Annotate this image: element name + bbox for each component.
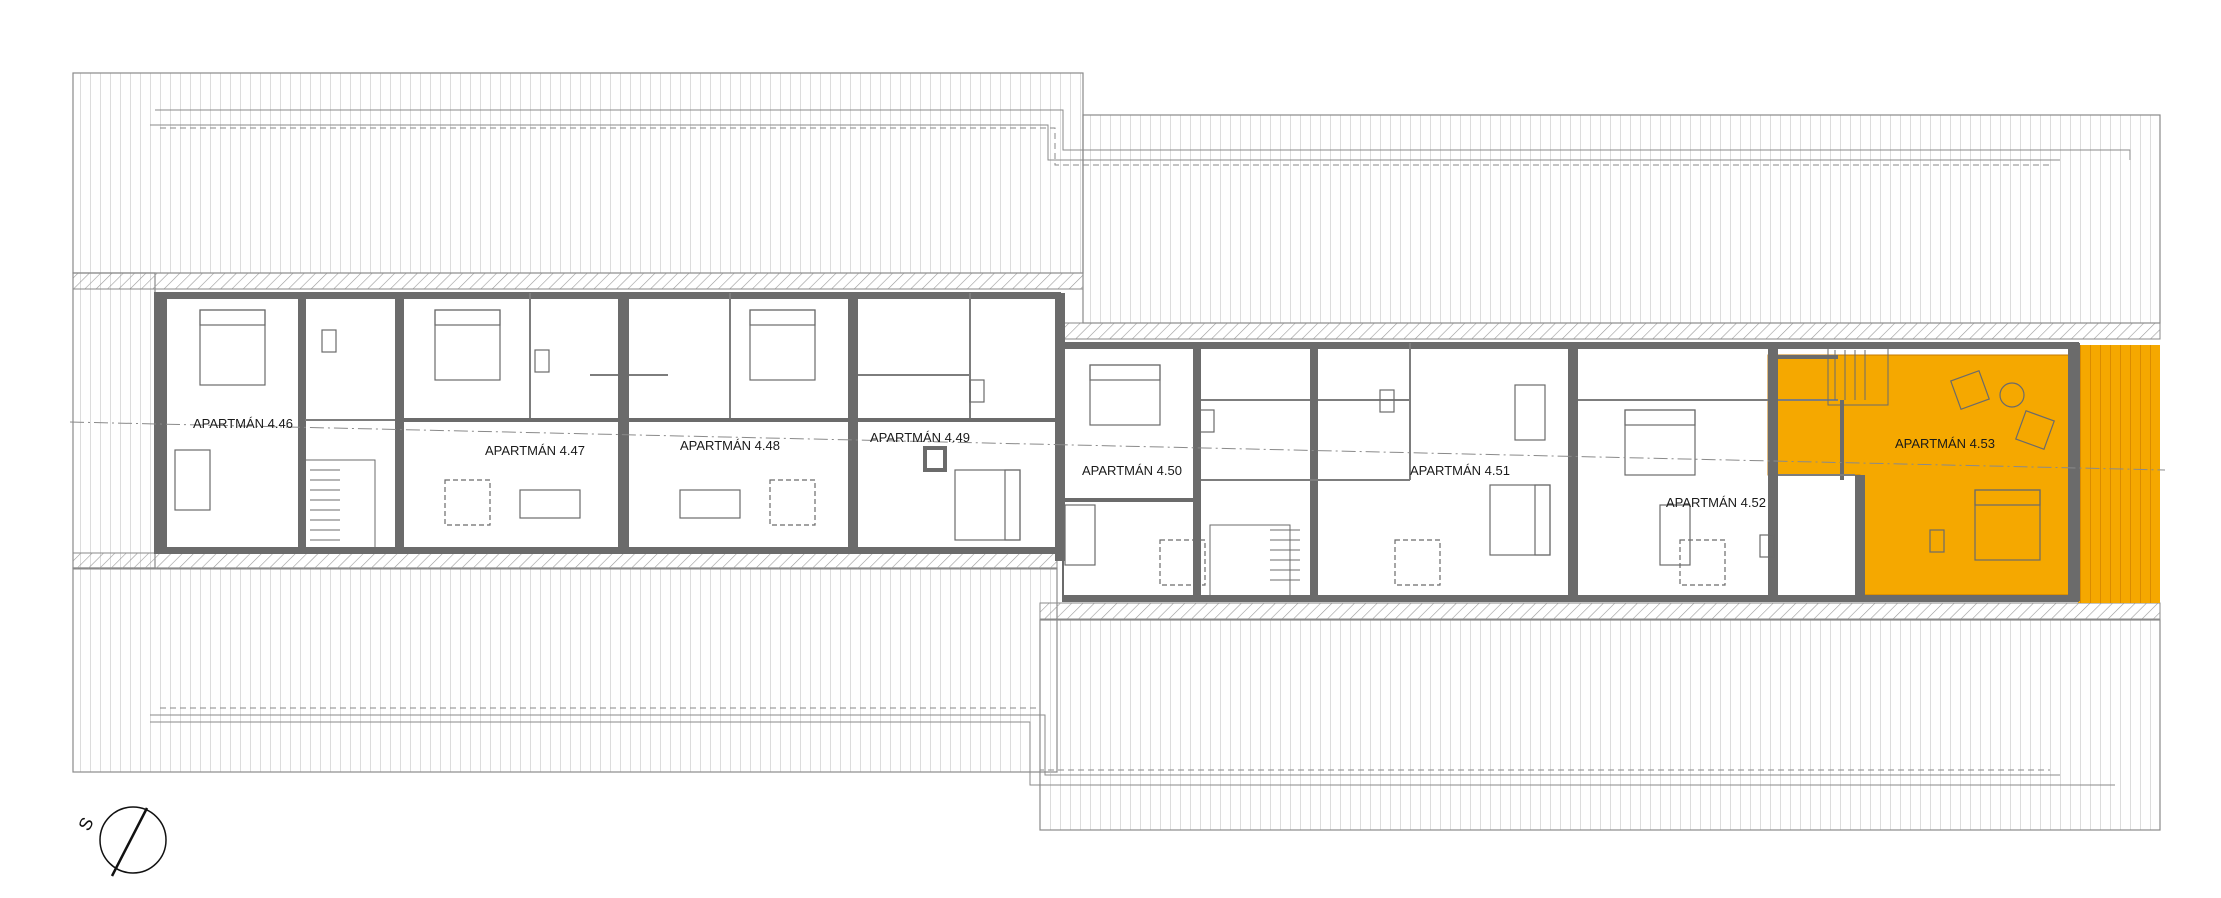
apartment-label-4-46: APARTMÁN 4.46 [193, 416, 293, 431]
apartment-label-4-52: APARTMÁN 4.52 [1666, 495, 1766, 510]
roof-left [72, 72, 1084, 773]
compass-label: S [74, 814, 97, 834]
apartment-label-4-49: APARTMÁN 4.49 [870, 430, 970, 445]
apartment-label-4-47: APARTMÁN 4.47 [485, 443, 585, 458]
apartment-label-4-51: APARTMÁN 4.51 [1410, 463, 1510, 478]
centerline [69, 421, 2166, 471]
apartment-label-4-50: APARTMÁN 4.50 [1082, 463, 1182, 478]
partitions [305, 293, 1855, 481]
stairs [304, 344, 1889, 598]
apartment-labels: APARTMÁN 4.46 APARTMÁN 4.47 APARTMÁN 4.4… [193, 416, 1995, 510]
apartment-label-4-53: APARTMÁN 4.53 [1895, 436, 1995, 451]
north-arrow-icon: S [74, 806, 167, 877]
walls [155, 293, 2080, 601]
furniture [174, 309, 2055, 586]
apartment-label-4-48: APARTMÁN 4.48 [680, 438, 780, 453]
eave-lines [150, 109, 2131, 786]
apartment-4-53-highlight [1767, 345, 2160, 603]
eave-bands [72, 272, 2161, 620]
